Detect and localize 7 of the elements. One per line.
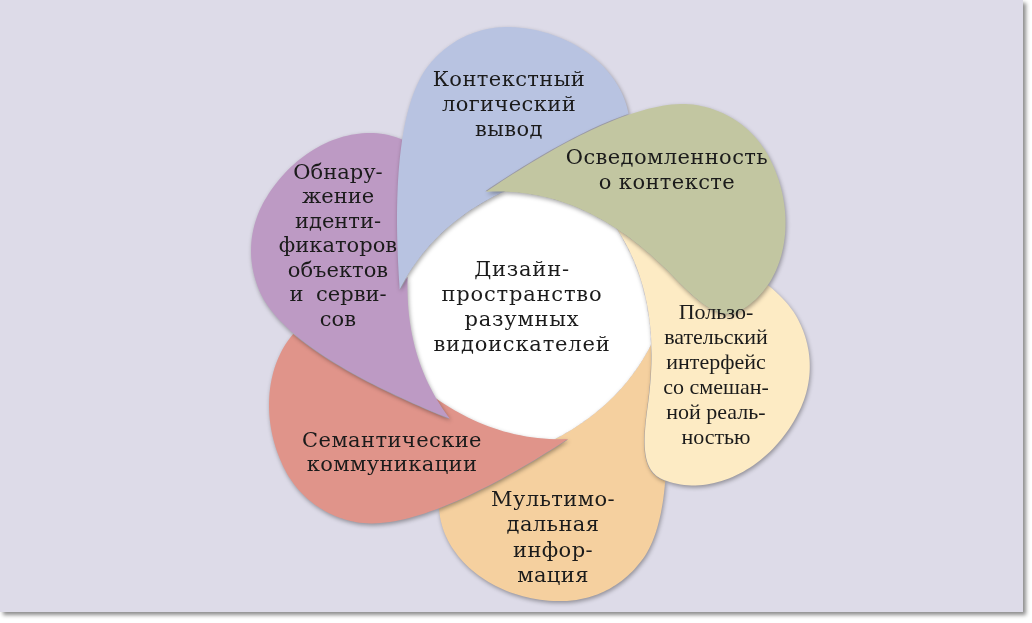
- petal-label: Мультимо- дальная инфор- мация: [490, 487, 616, 589]
- petal-label: Контекстный логический вывод: [431, 67, 587, 142]
- petal-label: Пользо- вательский интерфейс со смешан- ной реаль- ностью: [662, 299, 770, 449]
- petal-label: Осведомленность о контексте: [564, 145, 770, 195]
- petal-label: Семантические коммуникации: [301, 428, 483, 477]
- petal-label: Обнару- жение иденти- фикаторов объектов и серви- сов: [277, 160, 399, 332]
- center-label: Дизайн-пространство разумных видоискателей: [432, 257, 612, 357]
